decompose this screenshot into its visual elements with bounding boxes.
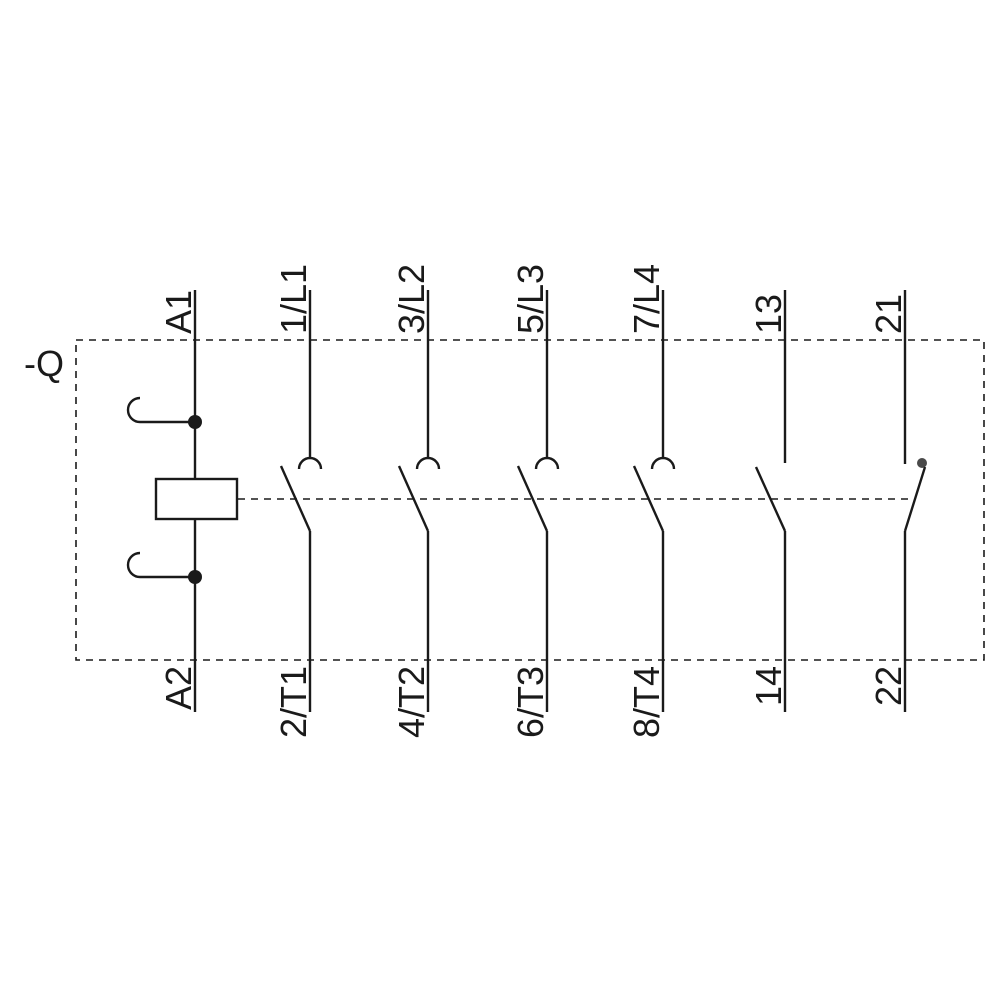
pole4-main-contact-arc xyxy=(650,456,676,470)
coil-bottom-junction-dot xyxy=(188,570,202,584)
terminal-label-7l4: 7/L4 xyxy=(626,264,667,334)
coil-top-junction-dot xyxy=(188,415,202,429)
terminal-label-13: 13 xyxy=(748,294,789,334)
coil-bottom-terminal-hook xyxy=(126,551,141,579)
terminal-label-1l1: 1/L1 xyxy=(273,264,314,334)
terminal-label-6t3: 6/T3 xyxy=(510,666,551,738)
aux-no-contact-blade xyxy=(754,466,787,532)
terminal-label-5l3: 5/L3 xyxy=(510,264,551,334)
main-pole-2: 3/L2 4/T2 xyxy=(391,264,441,738)
terminal-label-21: 21 xyxy=(868,294,909,334)
terminal-label-22: 22 xyxy=(868,666,909,706)
aux-contact-nc: 21 22 xyxy=(868,290,927,712)
pole4-contact-blade xyxy=(632,465,665,532)
main-pole-3: 5/L3 6/T3 xyxy=(510,264,560,738)
coil-branch: A1 A2 xyxy=(126,290,239,712)
main-pole-4: 7/L4 8/T4 xyxy=(626,264,676,738)
device-designation-label: -Q xyxy=(24,343,64,384)
terminal-label-8t4: 8/T4 xyxy=(626,666,667,738)
aux-contact-no: 13 14 xyxy=(748,290,789,712)
pole2-main-contact-arc xyxy=(415,456,441,470)
terminal-label-3l2: 3/L2 xyxy=(391,264,432,334)
aux-nc-stop-dot xyxy=(917,458,927,468)
terminal-label-4t2: 4/T2 xyxy=(391,666,432,738)
pole1-contact-blade xyxy=(279,465,312,532)
pole1-main-contact-arc xyxy=(297,456,323,470)
terminal-label-a2: A2 xyxy=(158,666,199,710)
pole3-main-contact-arc xyxy=(534,456,560,470)
coil-top-terminal-hook xyxy=(126,396,141,424)
device-boundary-dashed-box xyxy=(75,339,985,661)
terminal-label-14: 14 xyxy=(748,666,789,706)
terminal-label-a1: A1 xyxy=(158,290,199,334)
pole3-contact-blade xyxy=(516,465,549,532)
coil-symbol-box xyxy=(154,477,239,521)
aux-nc-contact-blade xyxy=(903,466,927,532)
pole2-contact-blade xyxy=(397,465,430,532)
terminal-label-2t1: 2/T1 xyxy=(273,666,314,738)
main-pole-1: 1/L1 2/T1 xyxy=(273,264,323,738)
